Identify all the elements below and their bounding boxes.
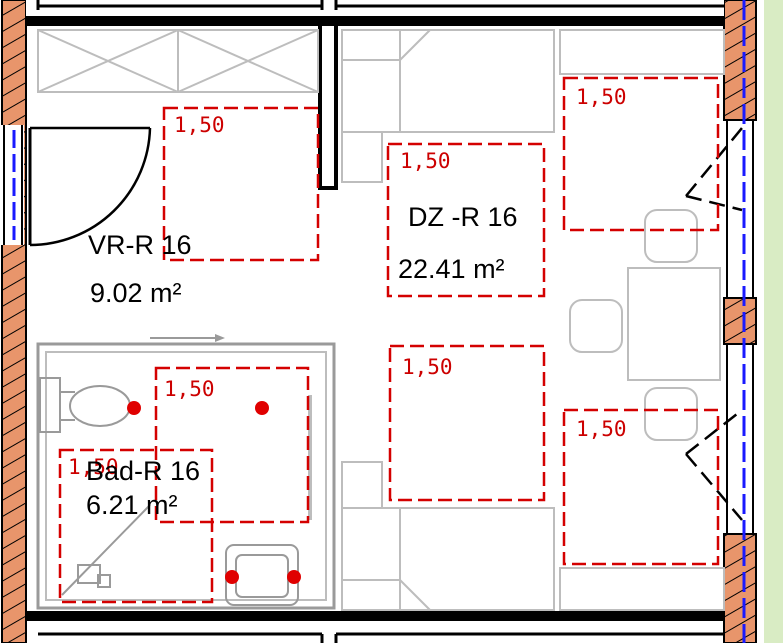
top-wall [26,0,724,26]
wardrobe [37,29,319,93]
turning-circle-5: 1,50 [58,448,214,604]
room-label-dz: DZ -R 16 22.41 m² [398,202,518,284]
entry-door [28,126,152,247]
turning-circle-6: 1,50 [388,344,546,502]
turning-circle-label: 1,50 [402,355,453,379]
room-name: VR-R 16 [88,230,192,260]
table [627,267,721,381]
sanitary-point [127,401,141,415]
room-area: 22.41 m² [398,254,505,284]
room-name: Bad-R 16 [86,456,200,486]
sanitary-point [255,401,269,415]
bed-top [341,29,555,183]
turning-circle-label: 1,50 [576,417,627,441]
bottom-wall [26,611,724,643]
shower [61,395,312,596]
room-area: 6.21 m² [86,490,178,520]
turning-circle-label: 1,50 [400,149,451,173]
room-label-bad: Bad-R 16 6.21 m² [86,456,200,520]
room-name: DZ -R 16 [408,202,518,232]
room-label-vr: VR-R 16 9.02 m² [88,230,192,308]
turning-circle-1: 1,50 [162,106,320,262]
turning-circle-label: 1,50 [164,377,215,401]
bed-bottom [341,461,555,611]
turning-circle-4: 1,50 [154,366,310,524]
sanitary-point [287,570,301,584]
turning-circle-7: 1,50 [562,408,720,566]
turning-circle-label: 1,50 [576,85,627,109]
room-area: 9.02 m² [90,278,182,308]
chair-top [644,209,698,263]
turning-circle-label: 1,50 [68,455,119,479]
sanitary-points [127,401,301,584]
turning-circle-2: 1,50 [386,142,546,298]
turning-circle-3: 1,50 [562,76,720,232]
bed-bottom-right [559,567,725,611]
right-exterior-wall [723,0,757,643]
bathroom-walls [36,334,336,610]
chair-bottom [644,387,698,441]
sanitary-point [225,570,239,584]
window-door-swings [685,127,743,521]
toilet [39,377,131,433]
left-exterior-wall [0,0,27,643]
turning-circle-label: 1,50 [174,113,225,137]
chair-left [569,299,623,353]
bed-top-right [559,29,725,75]
exterior-area [764,0,783,643]
partition-wall [318,26,338,190]
